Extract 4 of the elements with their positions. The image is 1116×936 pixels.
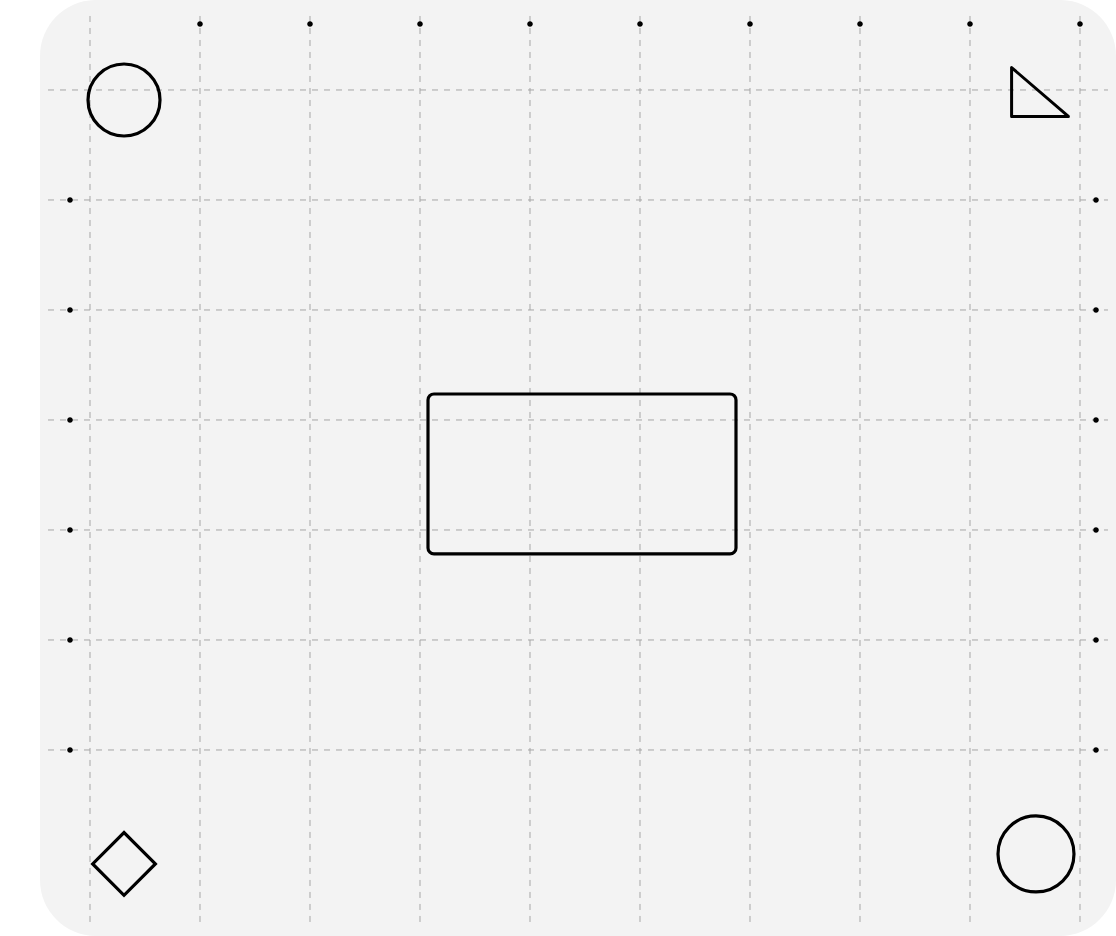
circle-shape <box>996 814 1076 894</box>
triangle-shape <box>1010 66 1070 118</box>
circle-shape <box>86 62 162 138</box>
rectangle-shape <box>426 392 738 556</box>
